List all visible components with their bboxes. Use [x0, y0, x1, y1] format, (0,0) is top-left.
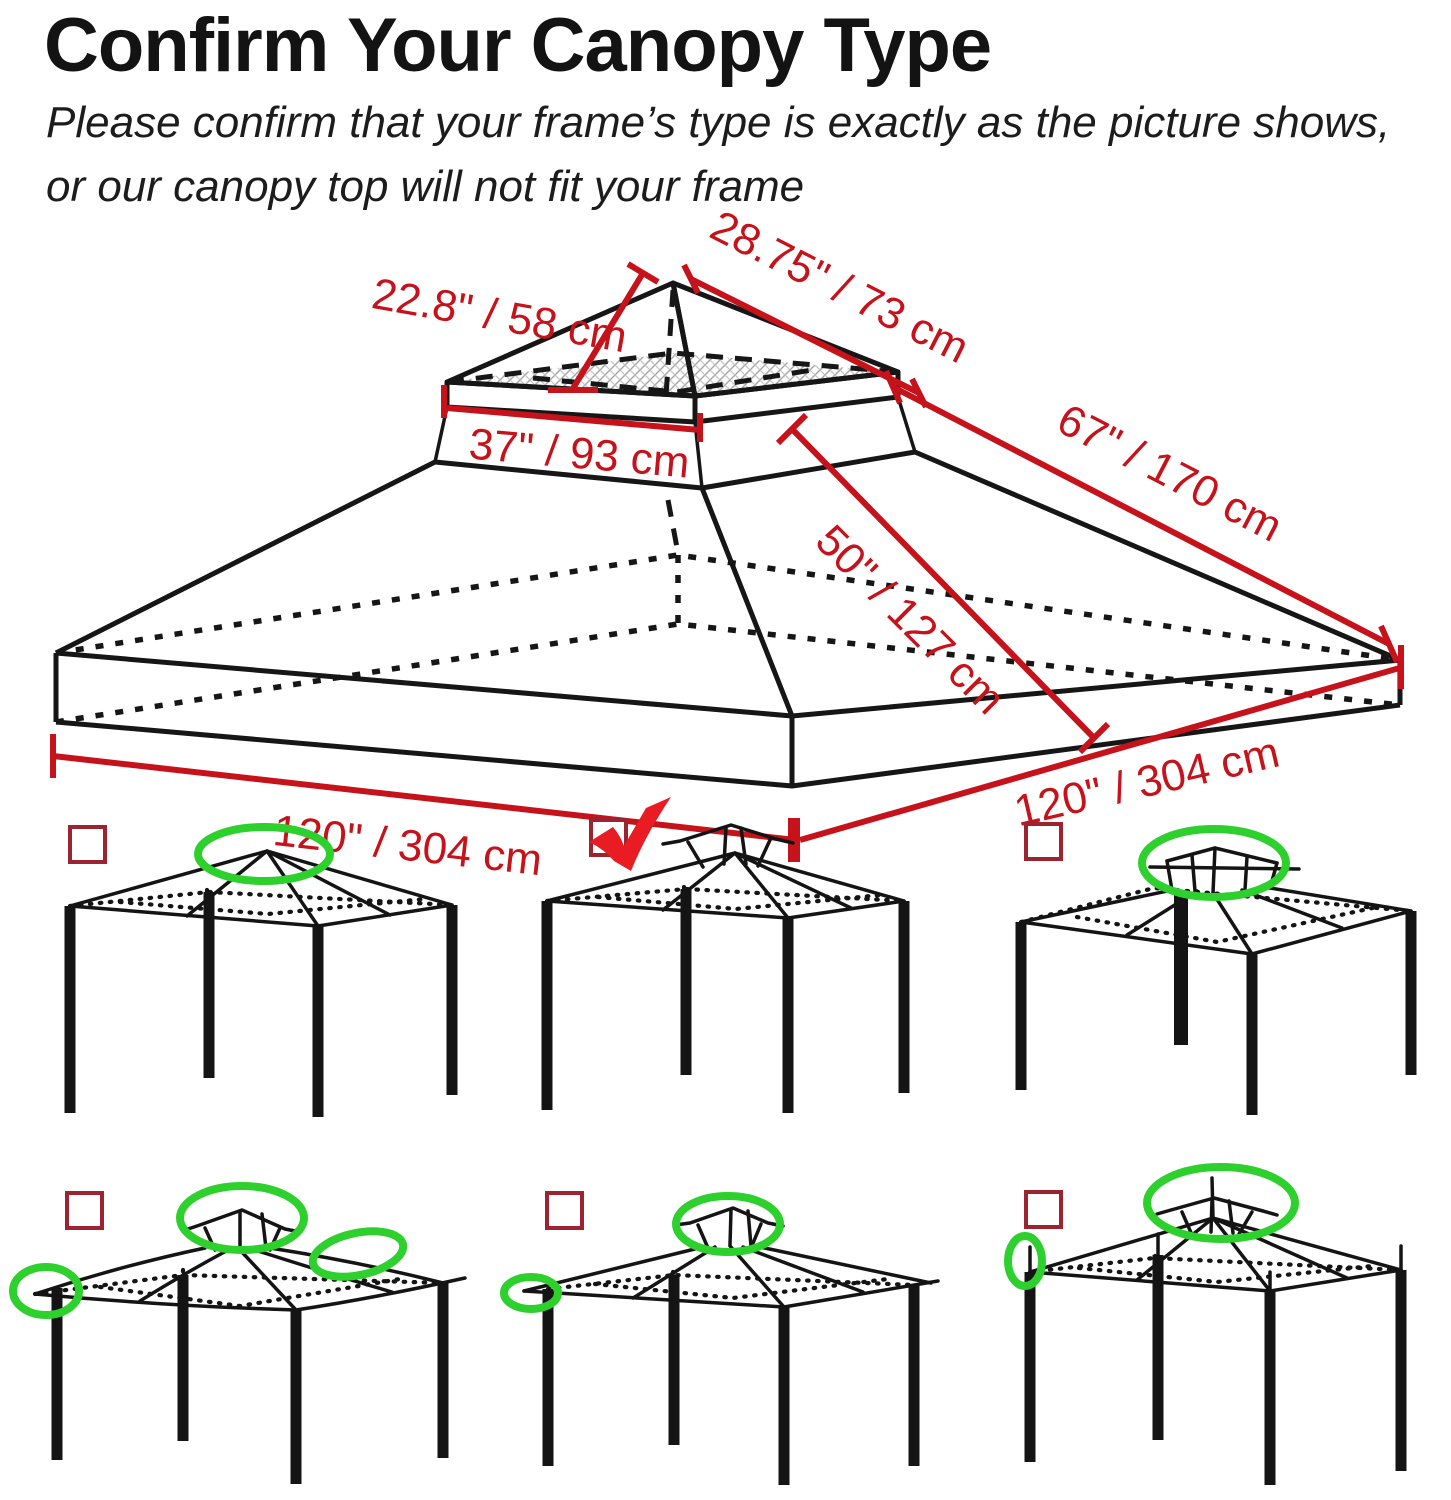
subtitle-line-1: Please confirm that your frame’s type is…	[46, 98, 1391, 147]
gazebo-frame-5-illustration	[500, 1192, 940, 1485]
two-tier-cap	[183, 1208, 302, 1252]
gazebo-frame-3-illustration	[1015, 825, 1417, 1115]
highlight-ellipse-top-tier	[1138, 825, 1290, 901]
subtitle-line-2: or our canopy top will not fit your fram…	[46, 162, 805, 211]
legs	[1015, 894, 1417, 1115]
frame-6-checkbox	[1024, 1190, 1063, 1229]
highlight-ellipse-top-tier	[672, 1192, 784, 1256]
frame-5-checkbox	[545, 1191, 584, 1230]
highlight-ellipse-peak	[194, 823, 334, 885]
gazebo-frame-1-illustration	[64, 823, 458, 1117]
gazebo-frame-6-illustration	[1004, 1163, 1407, 1485]
legs	[64, 892, 458, 1117]
post-finials	[1028, 1232, 1403, 1295]
roof	[67, 849, 455, 928]
roof	[1027, 1216, 1404, 1293]
two-tier-cap	[661, 823, 795, 869]
highlight-ellipse-post-finial	[1004, 1232, 1046, 1290]
two-tier-cap	[673, 1206, 785, 1250]
gazebo-frame-2-illustration	[541, 823, 910, 1113]
highlight-ellipse-roof-edge	[308, 1227, 408, 1281]
highlight-ellipse-corner-overhang	[500, 1273, 562, 1313]
frame-4-checkbox	[65, 1191, 104, 1230]
frame-option-2	[483, 795, 967, 1160]
canopy-dimensions-diagram: 22.8" / 58 cm 28.75" / 73 cm 37" / 93 cm…	[50, 201, 1404, 885]
frame-option-3	[967, 795, 1451, 1160]
red-checkmark-icon	[589, 797, 671, 871]
two-tier-cap	[1148, 846, 1301, 895]
legs	[1024, 1255, 1407, 1485]
dimension-label-tier-base: 37" / 93 cm	[467, 420, 691, 488]
page-title: Confirm Your Canopy Type	[44, 3, 992, 88]
frame-option-6	[967, 1163, 1451, 1500]
frame-3-checkbox	[1024, 822, 1063, 861]
gazebo-frame-4-illustration	[9, 1182, 467, 1484]
frame-1-checkbox	[68, 825, 107, 864]
two-tier-cap	[1155, 1176, 1279, 1237]
frame-option-4	[0, 1170, 483, 1500]
legs	[541, 889, 910, 1113]
frame-2-checkbox	[589, 797, 671, 871]
highlight-ellipse-top-tier	[176, 1182, 308, 1254]
highlight-ellipse-corner-overhang	[9, 1263, 83, 1319]
dimension-lines	[50, 261, 1404, 862]
legs	[542, 1275, 920, 1485]
frame-option-5	[483, 1170, 967, 1500]
dimension-label-top-slant: 22.8" / 58 cm	[368, 269, 630, 362]
highlight-ellipse-top-tier	[1143, 1163, 1299, 1243]
frame-option-1	[0, 795, 483, 1160]
